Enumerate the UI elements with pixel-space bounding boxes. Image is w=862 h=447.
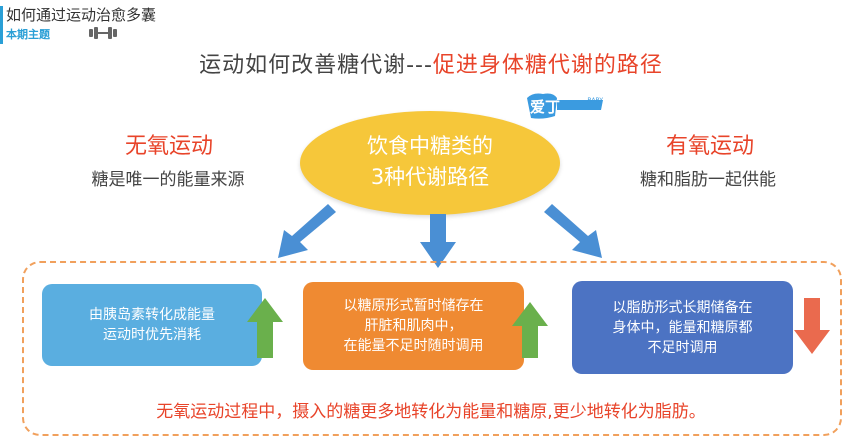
brand-logo-art: BABY	[527, 93, 603, 119]
path-box-3-line3: 不足时调用	[647, 339, 718, 356]
path-box-3-line1: 以脂肪形式长期储备在	[612, 299, 753, 316]
path-box-1-line1: 由胰岛素转化成能量	[89, 307, 215, 323]
header-accent-bar	[0, 6, 3, 44]
left-title: 无氧运动	[124, 134, 213, 159]
dumbbell-icon	[89, 27, 117, 39]
brand-logo: BABY 爱丁	[523, 90, 605, 124]
logo-main-text: 爱丁	[530, 98, 561, 116]
path-box-3: 以脂肪形式长期储备在 身体中，能量和糖原都 不足时调用	[572, 281, 793, 374]
path-box-3-line2: 身体中，能量和糖原都	[612, 319, 753, 336]
path-box-2-line2: 肝脏和肌肉中，	[364, 318, 463, 334]
right-title: 有氧运动	[665, 134, 754, 159]
headline-part1: 运动如何改善糖代谢---	[199, 53, 433, 78]
header-subtitle: 本期主题	[6, 28, 50, 41]
headline: 运动如何改善糖代谢---促进身体糖代谢的路径	[0, 47, 862, 79]
center-ellipse: 饮食中糖类的 3种代谢路径	[300, 111, 560, 215]
paths-container	[22, 261, 842, 436]
left-subtitle: 糖是唯一的能量来源	[91, 170, 245, 190]
path-box-1-line2: 运动时优先消耗	[103, 327, 201, 343]
path-box-2-line1: 以糖原形式暂时储存在	[343, 298, 484, 314]
down-arrow-icon	[278, 204, 336, 258]
center-line2: 3种代谢路径	[370, 165, 490, 189]
headline-part2: 促进身体糖代谢的路径	[432, 53, 663, 78]
header-title: 如何通过运动治愈多囊	[6, 6, 157, 24]
right-subtitle: 糖和脂肪一起供能	[640, 170, 776, 190]
path-box-2-line3: 在能量不足时随时调用	[343, 338, 484, 354]
down-arrow-icon	[544, 204, 602, 258]
up-arrow-icon	[247, 298, 283, 358]
up-arrow-icon	[512, 302, 548, 358]
logo-small-text: BABY	[587, 97, 603, 104]
path-box-1: 由胰岛素转化成能量 运动时优先消耗	[42, 284, 262, 366]
center-line1: 饮食中糖类的	[367, 134, 493, 158]
down-arrow-icon	[420, 214, 456, 268]
down-arrow-icon	[794, 298, 830, 354]
footer-conclusion: 无氧运动过程中，摄入的糖更多地转化为能量和糖原,更少地转化为脂肪。	[156, 402, 706, 422]
path-box-2: 以糖原形式暂时储存在 肝脏和肌肉中， 在能量不足时随时调用	[303, 282, 524, 370]
